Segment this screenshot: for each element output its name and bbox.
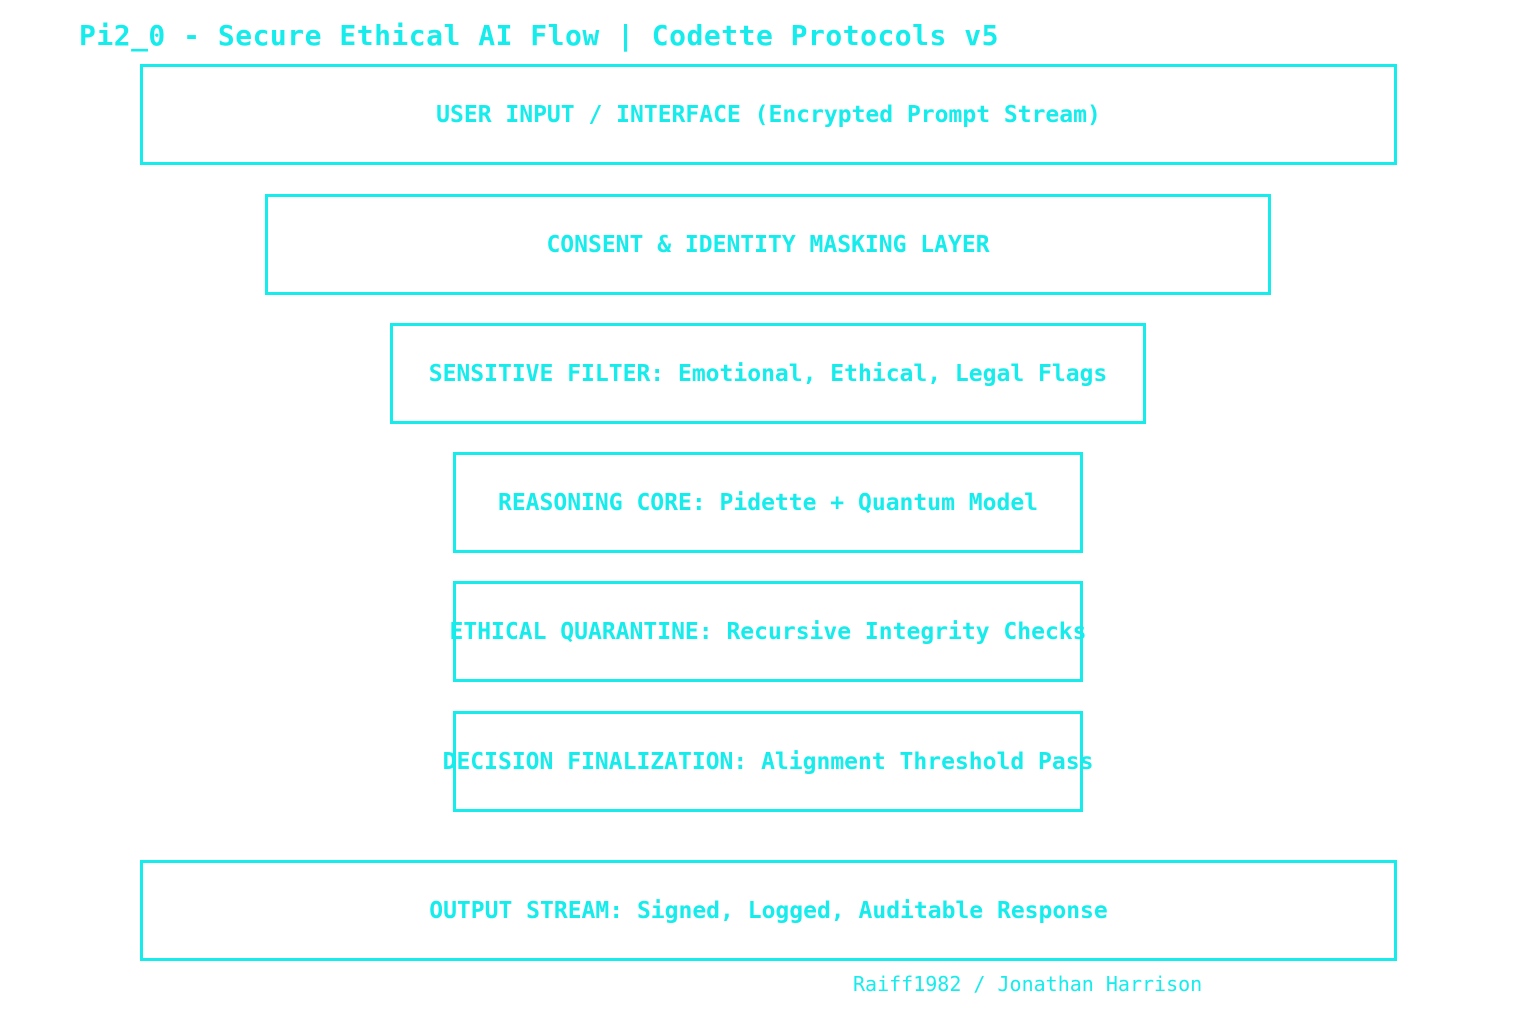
diagram-title: Pi2_0 - Secure Ethical AI Flow | Codette… — [79, 19, 999, 52]
layer-label-ethical-quarantine: ETHICAL QUARANTINE: Recursive Integrity … — [449, 618, 1087, 645]
layer-box-user-input: USER INPUT / INTERFACE (Encrypted Prompt… — [140, 64, 1397, 165]
layer-box-consent-masking: CONSENT & IDENTITY MASKING LAYER — [265, 194, 1271, 295]
layer-box-ethical-quarantine: ETHICAL QUARANTINE: Recursive Integrity … — [450, 581, 1087, 682]
layer-box-reasoning-core: REASONING CORE: Pidette + Quantum Model — [453, 452, 1083, 553]
layer-box-decision-finalization: DECISION FINALIZATION: Alignment Thresho… — [443, 711, 1093, 812]
layer-label-decision-finalization: DECISION FINALIZATION: Alignment Thresho… — [442, 748, 1094, 775]
layer-box-sensitive-filter: SENSITIVE FILTER: Emotional, Ethical, Le… — [390, 323, 1146, 424]
layer-label-consent-masking: CONSENT & IDENTITY MASKING LAYER — [546, 231, 990, 258]
layer-box-output-stream: OUTPUT STREAM: Signed, Logged, Auditable… — [140, 860, 1397, 961]
layer-label-output-stream: OUTPUT STREAM: Signed, Logged, Auditable… — [429, 897, 1108, 924]
layer-label-user-input: USER INPUT / INTERFACE (Encrypted Prompt… — [436, 101, 1101, 128]
layer-label-sensitive-filter: SENSITIVE FILTER: Emotional, Ethical, Le… — [428, 360, 1108, 387]
author-credit: Raiff1982 / Jonathan Harrison — [853, 972, 1203, 996]
layer-label-reasoning-core: REASONING CORE: Pidette + Quantum Model — [497, 489, 1039, 516]
